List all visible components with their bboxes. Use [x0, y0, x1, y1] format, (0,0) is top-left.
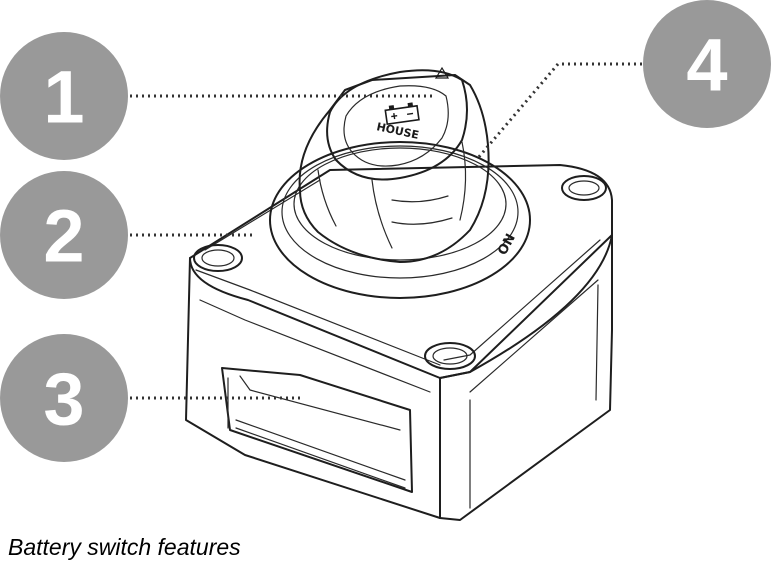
mounting-hole-front-right: [424, 342, 476, 370]
callout-2: 2: [0, 171, 128, 299]
cable-opening: [221, 367, 413, 493]
callout-3-number: 3: [43, 358, 84, 441]
mounting-hole-back-right: [561, 175, 607, 201]
leader-line-4: [476, 62, 648, 159]
leader-lines: [130, 62, 648, 400]
rotary-ring: ON: [269, 141, 531, 299]
battery-icon: [384, 102, 420, 126]
figure-caption: Battery switch features: [8, 534, 241, 560]
switch-base: [185, 164, 613, 521]
callout-4: 4: [643, 0, 771, 128]
callout-2-number: 2: [43, 195, 84, 278]
mounting-hole-front-left: [193, 244, 243, 272]
arrow-marker-icon: [434, 66, 450, 79]
knob-label: HOUSE: [375, 120, 420, 142]
callout-1: 1: [0, 32, 128, 160]
mounting-holes: [193, 175, 607, 370]
ring-mark-on: ON: [495, 231, 519, 257]
callout-4-number: 4: [686, 24, 727, 107]
callout-1-number: 1: [43, 56, 84, 139]
callout-3: 3: [0, 334, 128, 462]
